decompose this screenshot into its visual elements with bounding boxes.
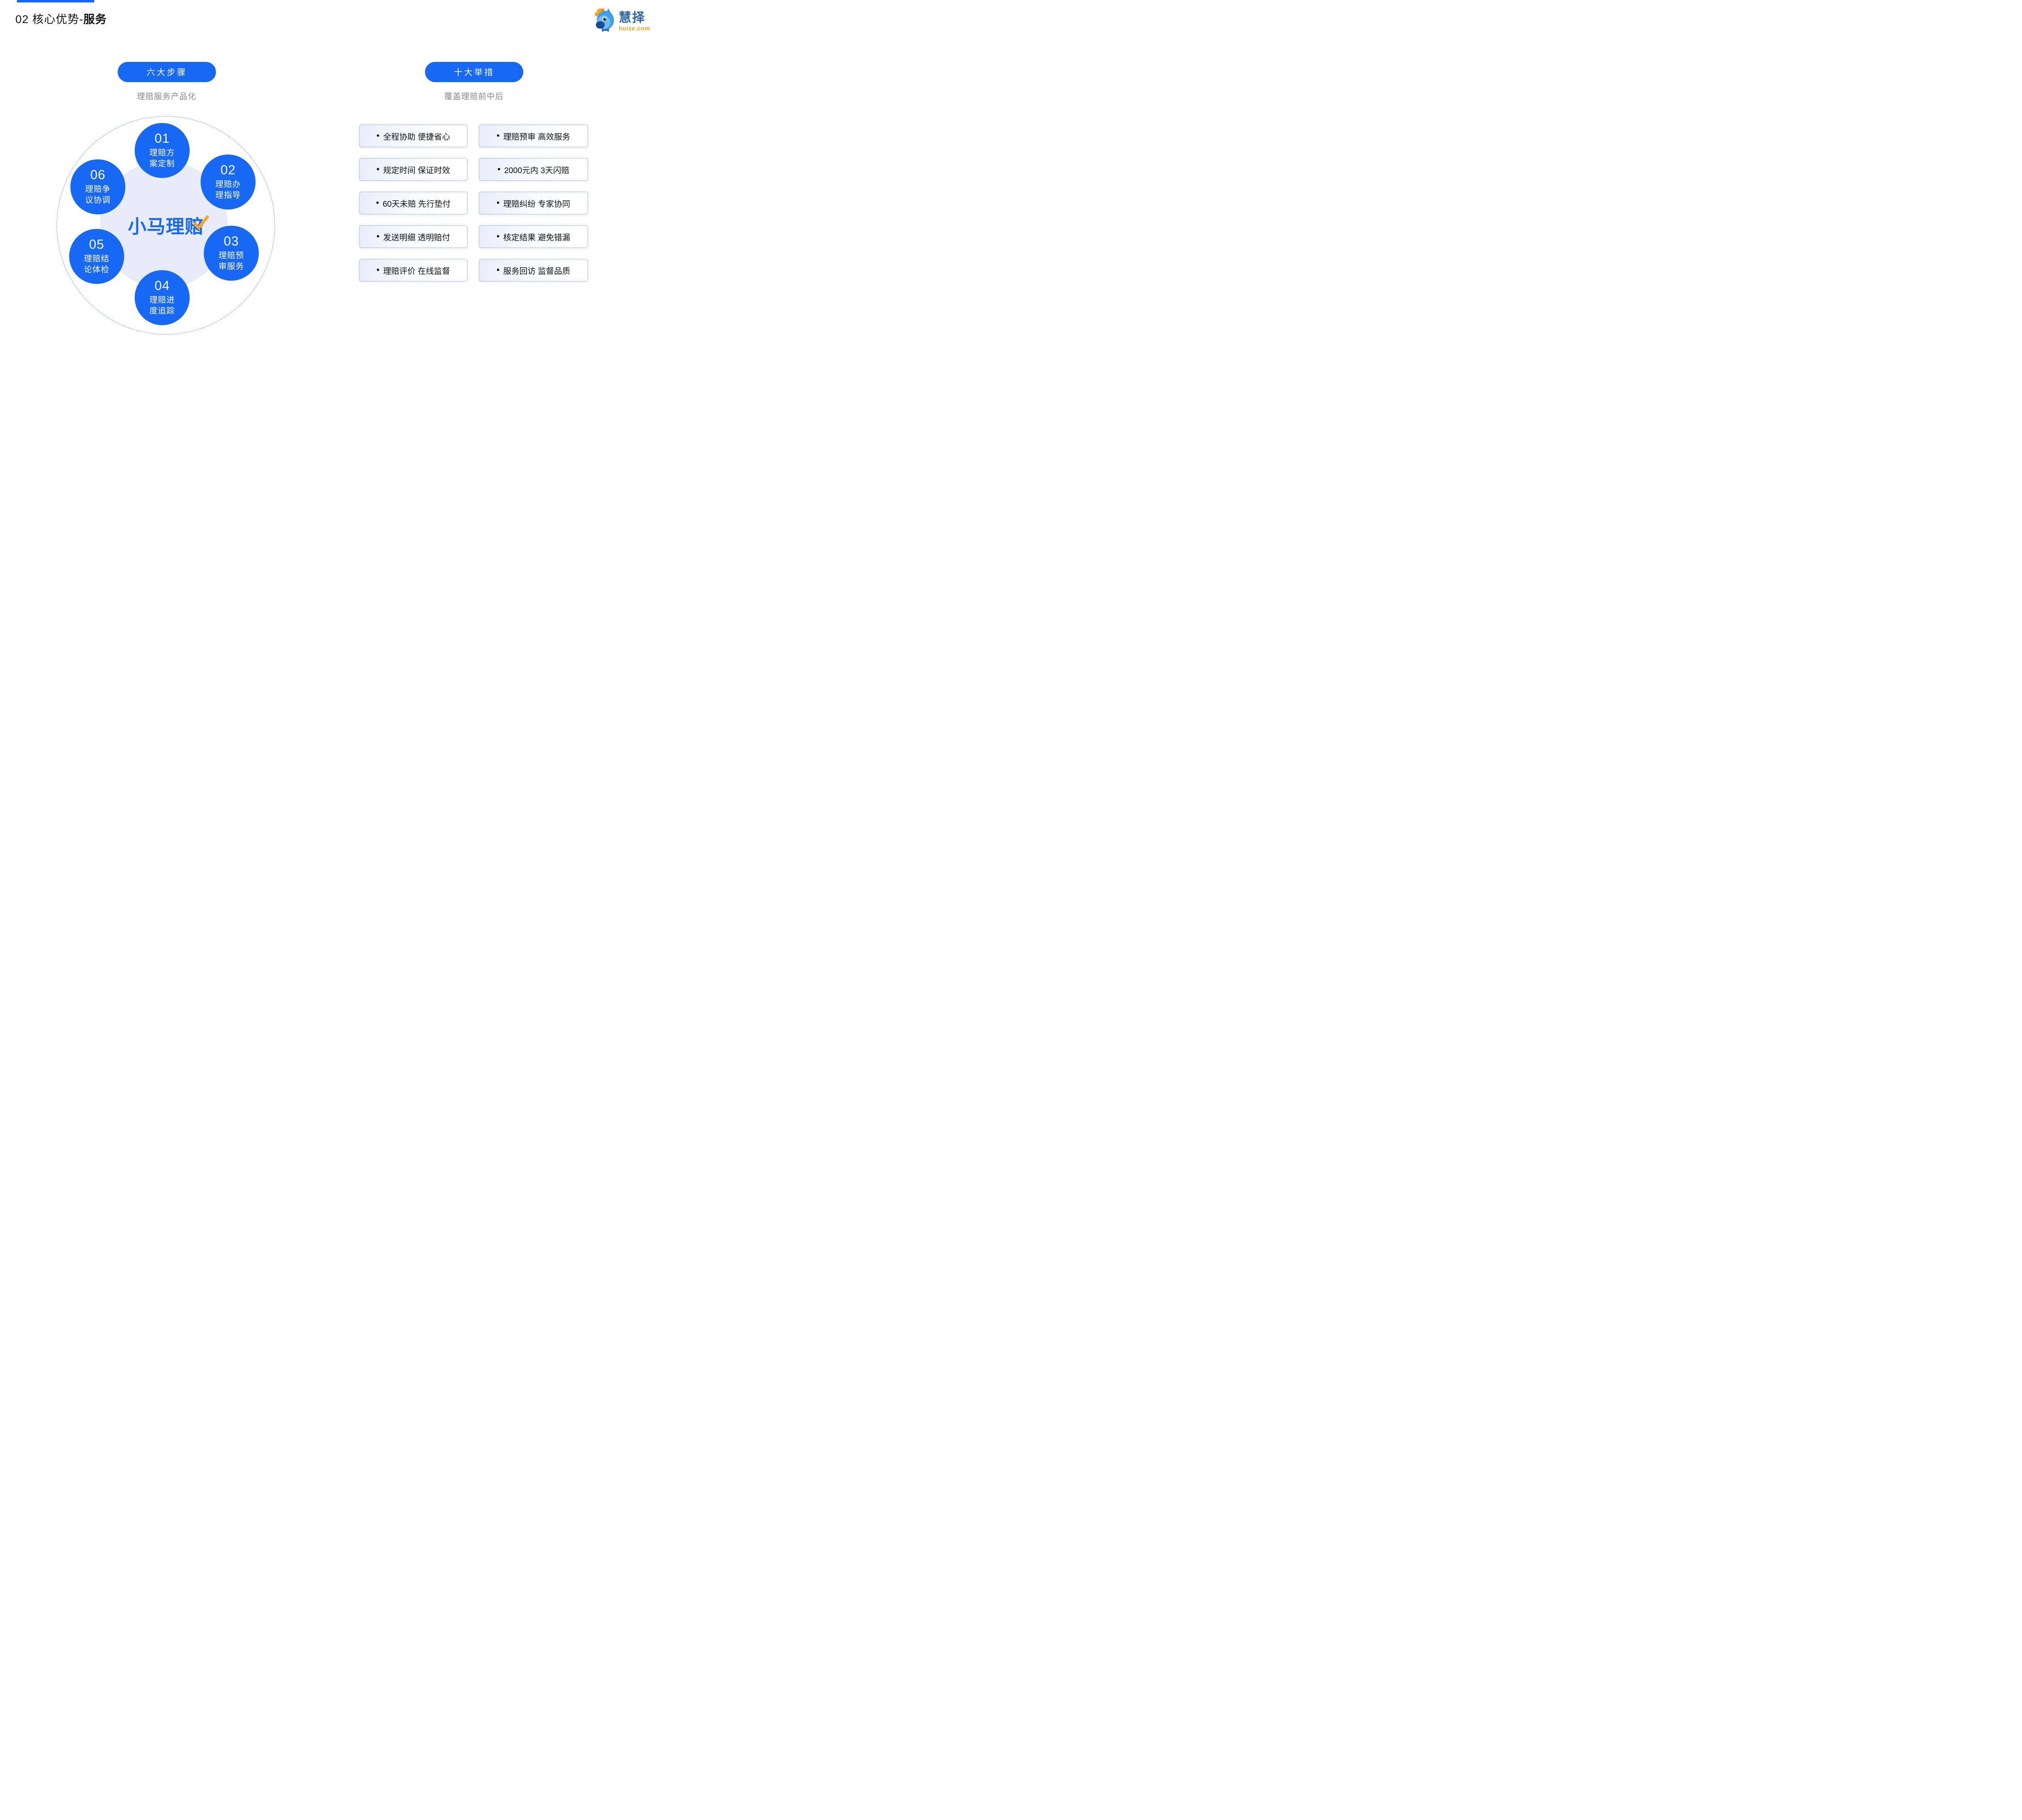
left-section-subtitle: 理赔服务产品化 bbox=[137, 92, 197, 101]
measure-text: 理赔纠纷 专家协同 bbox=[503, 199, 570, 209]
bullet-dot: • bbox=[376, 198, 379, 207]
bullet-dot: • bbox=[497, 232, 500, 241]
brand-name: 慧择 bbox=[619, 11, 645, 25]
measure-box-5: • 60天未赔 先行垫付 bbox=[359, 192, 467, 214]
bullet-dot: • bbox=[497, 165, 501, 174]
measure-text: 服务回访 监督品质 bbox=[503, 267, 570, 276]
measure-box-1: • 全程协助 便捷省心 bbox=[359, 125, 467, 147]
step-label-line2: 议协调 bbox=[85, 195, 111, 205]
page-title-bold: 服务 bbox=[83, 13, 107, 25]
step-circle-04: 04 理赔进 度追踪 bbox=[135, 270, 190, 325]
step-label-line1: 理赔进 bbox=[149, 296, 175, 305]
left-pill-label: 六大步骤 bbox=[146, 68, 187, 77]
right-section-pill: 十大举措 bbox=[425, 62, 523, 82]
left-section-pill: 六大步骤 bbox=[118, 62, 216, 82]
bullet-dot: • bbox=[497, 265, 500, 275]
measure-box-7: • 发送明细 透明赔付 bbox=[359, 225, 467, 248]
step-number: 05 bbox=[89, 237, 104, 252]
step-label-line1: 理赔预 bbox=[218, 251, 244, 260]
step-label-line1: 理赔结 bbox=[84, 254, 110, 264]
brand-text-block: 慧择 huize.com bbox=[619, 11, 650, 32]
diagram-outer-dashed-ring bbox=[57, 116, 275, 334]
measure-text: 全程协助 便捷省心 bbox=[383, 132, 450, 142]
measure-box-6: • 理赔纠纷 专家协同 bbox=[479, 192, 588, 214]
measure-box-8: • 核定结果 避免错漏 bbox=[479, 225, 588, 248]
measures-grid: • 全程协助 便捷省心 • 理赔预审 高效服务 • 规定时间 保证时效 • 20… bbox=[359, 125, 588, 281]
step-label-line2: 度追踪 bbox=[149, 306, 175, 315]
measure-text: 2000元内 3天闪赔 bbox=[504, 166, 569, 175]
step-number: 03 bbox=[224, 234, 239, 249]
step-label-line2: 理指导 bbox=[215, 190, 241, 200]
bullet-dot: • bbox=[497, 131, 500, 140]
bullet-dot: • bbox=[376, 232, 380, 241]
right-section-subtitle: 覆盖理赔前中后 bbox=[444, 92, 504, 101]
horse-mascot-icon bbox=[594, 8, 614, 32]
bullet-dot: • bbox=[376, 165, 380, 174]
diagram-center-logo: 小马理赔 bbox=[128, 216, 204, 237]
step-label-line1: 理赔方 bbox=[149, 148, 175, 158]
step-label-line2: 论体检 bbox=[84, 265, 110, 274]
step-label-line1: 理赔争 bbox=[85, 185, 111, 194]
step-label-line1: 理赔办 bbox=[215, 180, 241, 189]
measure-text: 发送明细 透明赔付 bbox=[383, 233, 450, 242]
step-number: 06 bbox=[90, 167, 106, 182]
page-title-prefix: 02 核心优势- bbox=[15, 13, 84, 25]
measure-text: 规定时间 保证时效 bbox=[383, 166, 450, 175]
step-circle-06: 06 理赔争 议协调 bbox=[70, 159, 125, 214]
page-title: 02 核心优势-服务 bbox=[15, 11, 107, 27]
bullet-dot: • bbox=[376, 265, 380, 275]
measure-box-3: • 规定时间 保证时效 bbox=[359, 158, 467, 181]
step-number: 01 bbox=[154, 131, 170, 146]
step-circle-03: 03 理赔预 审服务 bbox=[204, 226, 259, 281]
measure-text: 核定结果 避免错漏 bbox=[503, 233, 570, 242]
measure-text: 理赔评价 在线监督 bbox=[383, 267, 450, 276]
bullet-dot: • bbox=[497, 198, 500, 207]
measure-box-4: • 2000元内 3天闪赔 bbox=[479, 158, 588, 181]
measure-text: 理赔预审 高效服务 bbox=[503, 132, 570, 142]
brand-domain: huize.com bbox=[619, 25, 650, 32]
step-label-line2: 案定制 bbox=[149, 159, 175, 168]
bullet-dot: • bbox=[376, 131, 380, 140]
measure-box-10: • 服务回访 监督品质 bbox=[479, 259, 588, 281]
brand-logo: 慧择 huize.com bbox=[594, 8, 650, 32]
step-circle-02: 02 理赔办 理指导 bbox=[201, 154, 256, 210]
step-label-line2: 审服务 bbox=[218, 262, 244, 271]
title-accent-bar bbox=[17, 0, 94, 2]
measure-box-9: • 理赔评价 在线监督 bbox=[359, 259, 467, 281]
measure-text: 60天未赔 先行垫付 bbox=[383, 199, 451, 209]
shield-check-icon bbox=[192, 215, 209, 231]
measure-box-2: • 理赔预审 高效服务 bbox=[479, 125, 588, 147]
right-pill-label: 十大举措 bbox=[454, 68, 495, 77]
step-number: 02 bbox=[220, 163, 236, 178]
step-circle-05: 05 理赔结 论体检 bbox=[69, 229, 124, 284]
step-circle-01: 01 理赔方 案定制 bbox=[135, 123, 190, 178]
step-number: 04 bbox=[154, 278, 170, 293]
